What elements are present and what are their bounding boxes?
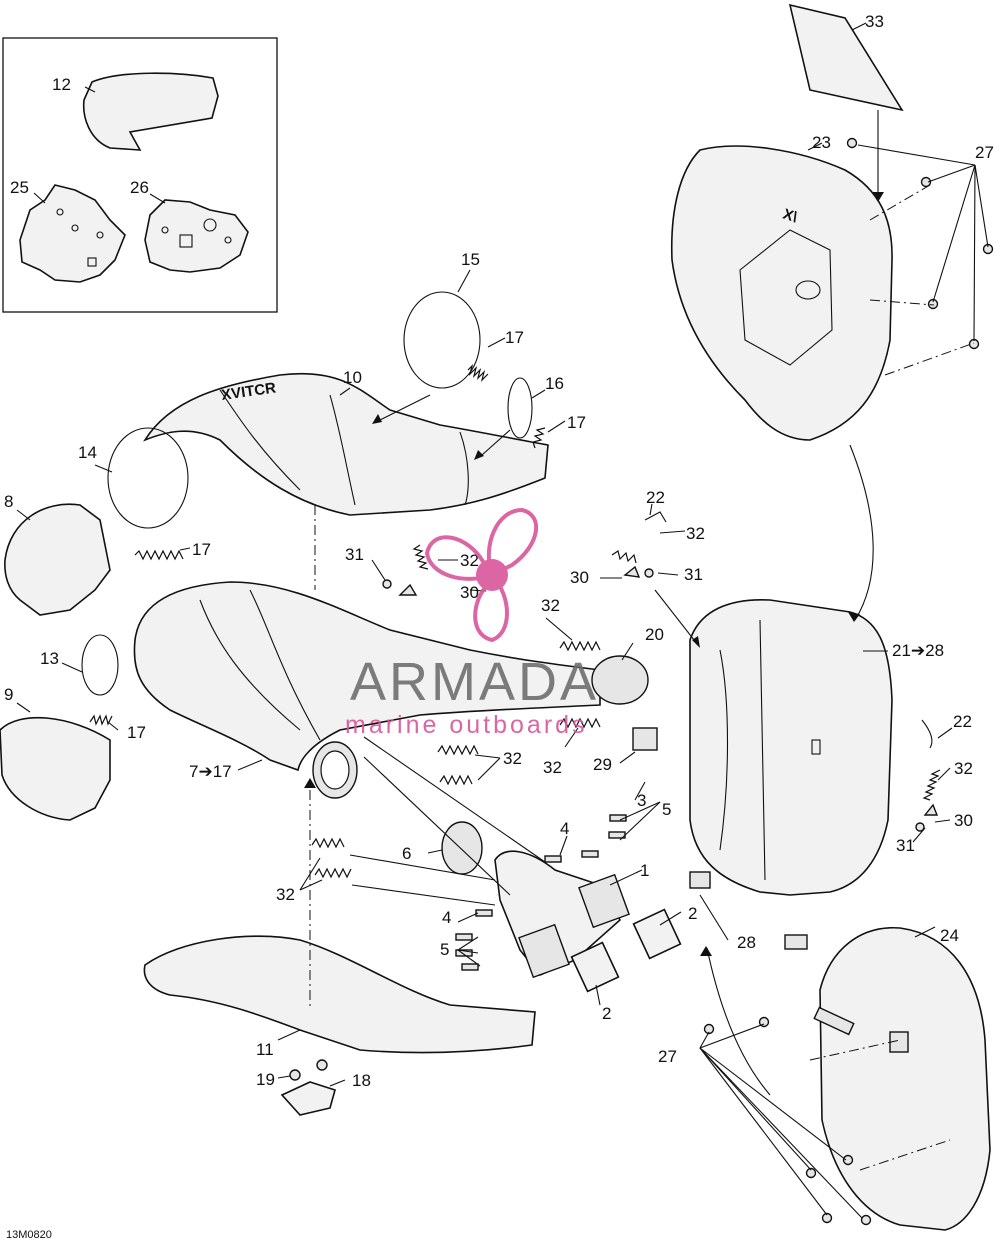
watermark: ARMADA marine outboards	[345, 507, 599, 739]
top-cover-23: X\	[670, 145, 893, 441]
callout-2-b: 2	[602, 1004, 611, 1023]
band-clamp-14	[107, 427, 189, 529]
callout-25: 25	[10, 178, 29, 197]
callout-21: 21➔28	[892, 641, 944, 660]
exhaust-pipe-11	[143, 935, 536, 1054]
callout-4-b: 4	[442, 908, 451, 927]
propeller-logo-icon	[424, 507, 539, 643]
callout-22-b: 22	[953, 712, 972, 731]
callout-20: 20	[645, 625, 664, 644]
callout-9: 9	[4, 685, 13, 704]
leader-lines	[16, 22, 989, 1219]
callout-3: 3	[637, 791, 646, 810]
heat-shield-12	[82, 72, 219, 151]
callout-27-top: 27	[975, 143, 994, 162]
sleeve-20	[591, 655, 649, 705]
callout-1: 1	[640, 861, 649, 880]
watermark-brand: ARMADA	[350, 652, 599, 712]
exhaust-cover-10: XVITCR	[143, 372, 549, 516]
screw-19b	[316, 1059, 328, 1071]
callout-16: 16	[545, 374, 564, 393]
callout-29: 29	[593, 755, 612, 774]
band-clamp-15	[403, 291, 481, 389]
callout-30-b: 30	[460, 583, 479, 602]
inset-panel	[2, 37, 278, 313]
callout-14: 14	[78, 443, 97, 462]
callout-32-g: 32	[276, 885, 295, 904]
callout-32-d: 32	[503, 749, 522, 768]
callout-22-a: 22	[646, 488, 665, 507]
heat-shield-26	[144, 199, 249, 273]
callout-24: 24	[940, 926, 959, 945]
callout-31-b: 31	[684, 565, 703, 584]
hardware-bolts-nuts	[382, 511, 939, 971]
elbow-9	[0, 716, 111, 821]
callout-32-e: 32	[543, 758, 562, 777]
callout-15: 15	[461, 250, 480, 269]
screw-19a	[289, 1069, 301, 1081]
drawing-code: 13M0820	[6, 1229, 52, 1241]
callout-5-b: 5	[440, 940, 449, 959]
callout-32-c: 32	[541, 596, 560, 615]
callout-28: 28	[737, 933, 756, 952]
callout-32-b: 32	[460, 551, 479, 570]
callout-18: 18	[352, 1071, 371, 1090]
callout-5-a: 5	[662, 800, 671, 819]
gasket-2a	[632, 908, 682, 960]
gasket-2b	[570, 941, 620, 993]
elbow-8	[4, 503, 111, 616]
embossed-logo-b: X\	[781, 206, 801, 227]
band-clamp-13	[81, 634, 119, 696]
callout-labels: 33 23 27 12 25 26 15 17 10 16 17 14 8 22…	[4, 12, 994, 1241]
callout-26: 26	[130, 178, 149, 197]
watermark-tagline: marine outboards	[345, 711, 588, 739]
callout-17-c: 17	[192, 540, 211, 559]
callout-17-d: 17	[127, 723, 146, 742]
callout-12: 12	[52, 75, 71, 94]
sensor-29	[632, 727, 658, 751]
callout-27-bottom: 27	[658, 1047, 677, 1066]
grommets-27	[703, 137, 994, 1226]
callout-4-a: 4	[560, 819, 569, 838]
callout-2-a: 2	[688, 904, 697, 923]
manifold-1	[494, 850, 630, 979]
callout-11: 11	[256, 1040, 274, 1059]
callout-17-a: 17	[505, 328, 524, 347]
heat-shield-25	[19, 184, 126, 283]
callout-30-a: 30	[570, 568, 589, 587]
muffler-21	[689, 599, 893, 950]
springs-17-32	[89, 364, 941, 879]
callout-8: 8	[4, 492, 13, 511]
callout-7: 7➔17	[189, 762, 232, 781]
callout-31-a: 31	[345, 545, 364, 564]
callout-17-b: 17	[567, 413, 586, 432]
callout-10: 10	[343, 368, 362, 387]
callout-23: 23	[812, 133, 831, 152]
exhaust-pipe-7	[133, 581, 601, 799]
callout-31-c: 31	[896, 836, 915, 855]
callout-6: 6	[402, 844, 411, 863]
ring-6	[441, 821, 483, 875]
band-clamp-16	[507, 377, 533, 439]
callout-32-f: 32	[954, 759, 973, 778]
callout-13: 13	[40, 649, 59, 668]
callout-32-a: 32	[686, 524, 705, 543]
callout-19: 19	[256, 1070, 275, 1089]
bracket-18	[280, 1081, 336, 1116]
callout-33: 33	[865, 12, 884, 31]
panel-33	[788, 3, 904, 112]
callout-30-c: 30	[954, 811, 973, 830]
side-cover-24	[819, 927, 991, 1231]
